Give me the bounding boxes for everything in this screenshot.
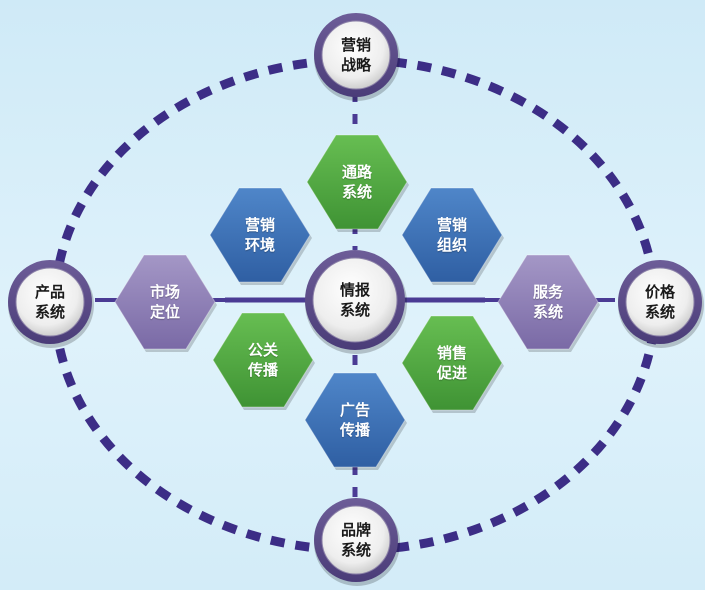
hexagon-ad xyxy=(304,372,406,468)
hexagon-channel xyxy=(306,134,408,230)
hexagon-env xyxy=(209,187,311,283)
circle-right-face xyxy=(625,267,695,337)
circle-center-face xyxy=(312,257,398,343)
circle-top-face xyxy=(321,20,391,90)
hexagon-promo xyxy=(401,315,503,411)
hexagon-org xyxy=(401,187,503,283)
hexagon-position xyxy=(114,254,216,350)
circle-bottom-face xyxy=(321,505,391,575)
hexagon-service xyxy=(497,254,599,350)
hexagon-pr xyxy=(212,312,314,408)
circle-left-face xyxy=(15,267,85,337)
